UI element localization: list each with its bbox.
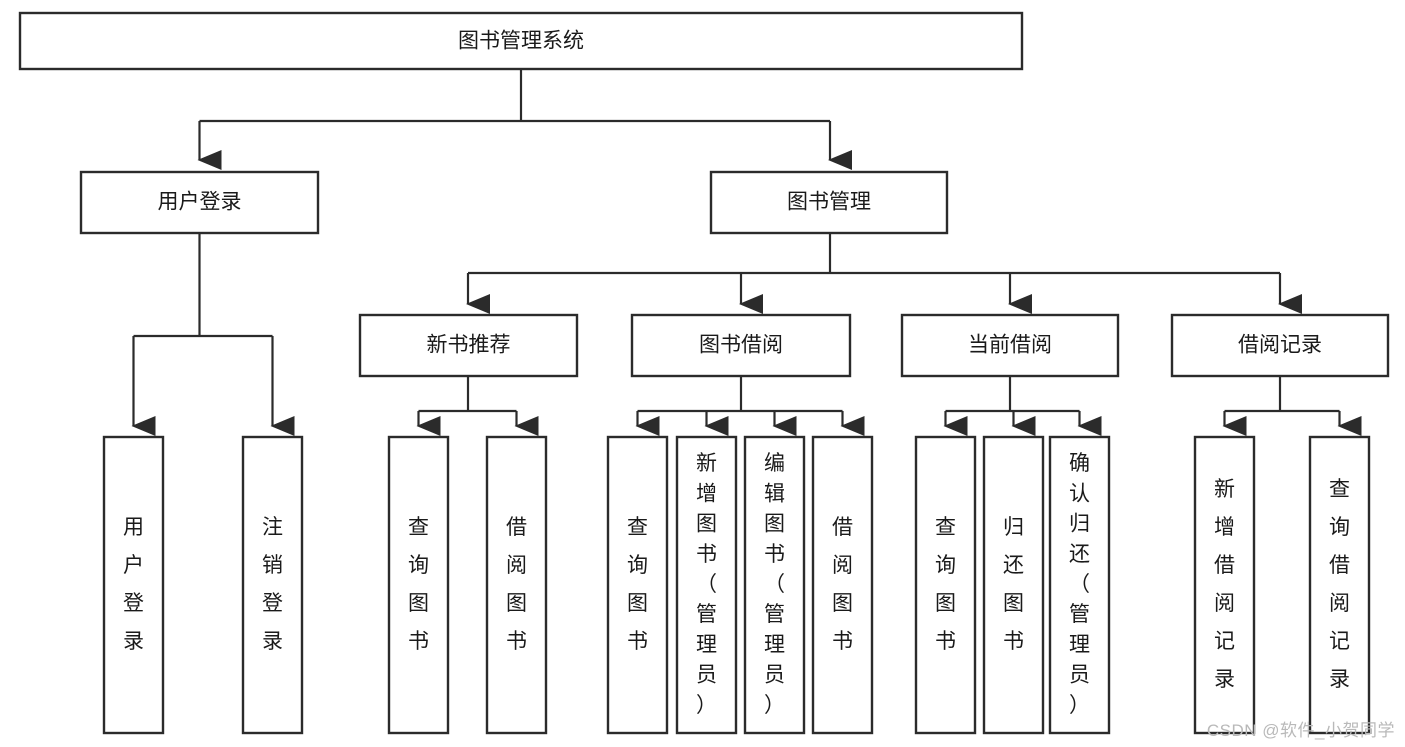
node-book-management-box[interactable] bbox=[709, 170, 949, 235]
leaf-add-book-admin-box[interactable] bbox=[675, 435, 738, 735]
node-borrow-records[interactable]: 借阅记录 bbox=[1170, 313, 1390, 378]
leaf-query-book-new-box[interactable] bbox=[387, 435, 450, 735]
leaf-borrow-book-label: 借阅图书 bbox=[832, 516, 853, 653]
leaf-edit-book-admin-label: 编辑图书（管理员） bbox=[764, 452, 785, 717]
leaf-edit-book-admin-box[interactable] bbox=[743, 435, 806, 735]
node-book-management-label: 图书管理 bbox=[787, 191, 871, 214]
leaf-user-login-label: 用户登录 bbox=[123, 516, 144, 653]
leaf-return-book-label: 归还图书 bbox=[1003, 516, 1024, 653]
node-book-borrow[interactable]: 图书借阅 bbox=[630, 313, 852, 378]
leaf-query-borrow-record[interactable]: 查询借阅记录 bbox=[1308, 435, 1371, 735]
leaf-add-book-admin[interactable]: 新增图书（管理员） bbox=[675, 435, 738, 735]
node-borrow-records-box[interactable] bbox=[1170, 313, 1390, 378]
leaf-query-book-borrow[interactable]: 查询图书 bbox=[606, 435, 669, 735]
node-user-login-box[interactable] bbox=[79, 170, 320, 235]
node-root-system[interactable]: 图书管理系统 bbox=[18, 11, 1024, 71]
leaf-confirm-return-admin-label: 确认归还（管理员） bbox=[1069, 452, 1090, 717]
leaf-edit-book-admin[interactable]: 编辑图书（管理员） bbox=[743, 435, 806, 735]
leaf-logout[interactable]: 注销登录 bbox=[241, 435, 304, 735]
leaf-logout-box[interactable] bbox=[241, 435, 304, 735]
leaf-query-book-new[interactable]: 查询图书 bbox=[387, 435, 450, 735]
leaf-borrow-book-box[interactable] bbox=[811, 435, 874, 735]
leaf-borrow-book[interactable]: 借阅图书 bbox=[811, 435, 874, 735]
leaf-query-book-borrow-box[interactable] bbox=[606, 435, 669, 735]
node-new-book-recommend-box[interactable] bbox=[358, 313, 579, 378]
leaf-query-book-current-box[interactable] bbox=[914, 435, 977, 735]
leaf-query-book-current[interactable]: 查询图书 bbox=[914, 435, 977, 735]
leaf-user-login[interactable]: 用户登录 bbox=[102, 435, 165, 735]
node-root-system-box[interactable] bbox=[18, 11, 1024, 71]
leaf-confirm-return-admin[interactable]: 确认归还（管理员） bbox=[1048, 435, 1111, 735]
leaf-add-book-admin-label: 新增图书（管理员） bbox=[696, 452, 717, 717]
leaf-query-book-current-label: 查询图书 bbox=[935, 516, 956, 653]
leaf-user-login-box[interactable] bbox=[102, 435, 165, 735]
leaf-query-book-new-label: 查询图书 bbox=[408, 516, 429, 653]
node-book-borrow-box[interactable] bbox=[630, 313, 852, 378]
node-user-login[interactable]: 用户登录 bbox=[79, 170, 320, 235]
leaf-return-book-box[interactable] bbox=[982, 435, 1045, 735]
node-new-book-recommend-label: 新书推荐 bbox=[427, 334, 511, 357]
node-current-borrow-box[interactable] bbox=[900, 313, 1120, 378]
node-book-borrow-label: 图书借阅 bbox=[699, 334, 783, 357]
node-current-borrow[interactable]: 当前借阅 bbox=[900, 313, 1120, 378]
connector-layer bbox=[131, 69, 1362, 437]
node-current-borrow-label: 当前借阅 bbox=[968, 334, 1052, 357]
leaf-add-borrow-record[interactable]: 新增借阅记录 bbox=[1193, 435, 1256, 735]
leaf-return-book[interactable]: 归还图书 bbox=[982, 435, 1045, 735]
node-user-login-label: 用户登录 bbox=[158, 191, 242, 214]
leaf-borrow-book-new[interactable]: 借阅图书 bbox=[485, 435, 548, 735]
leaf-add-borrow-record-box[interactable] bbox=[1193, 435, 1256, 735]
node-borrow-records-label: 借阅记录 bbox=[1238, 334, 1322, 357]
leaf-logout-label: 注销登录 bbox=[262, 516, 283, 653]
leaf-query-borrow-record-box[interactable] bbox=[1308, 435, 1371, 735]
node-new-book-recommend[interactable]: 新书推荐 bbox=[358, 313, 579, 378]
leaf-borrow-book-new-box[interactable] bbox=[485, 435, 548, 735]
leaf-borrow-book-new-label: 借阅图书 bbox=[506, 516, 527, 653]
leaf-query-borrow-record-label: 查询借阅记录 bbox=[1329, 478, 1350, 691]
leaf-add-borrow-record-label: 新增借阅记录 bbox=[1214, 478, 1235, 691]
leaf-query-book-borrow-label: 查询图书 bbox=[627, 516, 648, 653]
node-book-management[interactable]: 图书管理 bbox=[709, 170, 949, 235]
leaf-confirm-return-admin-box[interactable] bbox=[1048, 435, 1111, 735]
node-root-system-label: 图书管理系统 bbox=[458, 30, 584, 53]
